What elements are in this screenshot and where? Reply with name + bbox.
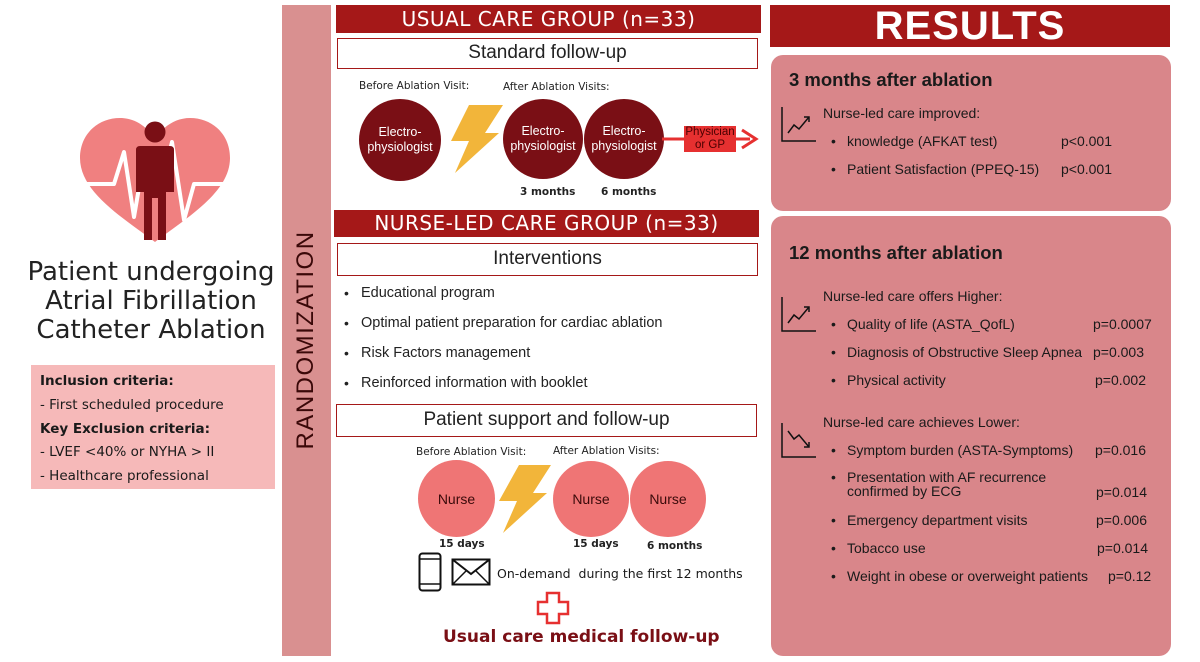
medical-cross-icon bbox=[536, 591, 570, 625]
phone-icon bbox=[418, 552, 442, 592]
trend-up-icon bbox=[781, 297, 816, 332]
nurse-time-6m: 6 months bbox=[647, 540, 703, 552]
nurse-time-15d: 15 days bbox=[573, 538, 619, 550]
results-12-higher-pvalue: p=0.0007 bbox=[1093, 316, 1152, 332]
usual-circle-before: Electro- physiologist bbox=[359, 99, 441, 181]
results-12-higher-item: Physical activity bbox=[831, 372, 946, 388]
patient-title-line: Patient undergoing bbox=[27, 257, 275, 287]
patient-title-line: Catheter Ablation bbox=[36, 315, 266, 345]
usual-care-followup-label: Usual care medical follow-up bbox=[443, 627, 720, 647]
results-3-pvalue: p<0.001 bbox=[1061, 133, 1112, 149]
results-3-intro: Nurse-led care improved: bbox=[823, 105, 981, 121]
nurse-circle-6m: Nurse bbox=[630, 461, 706, 537]
results-12-higher-intro: Nurse-led care offers Higher: bbox=[823, 288, 1003, 304]
on-demand-text: On-demand during the first 12 months bbox=[497, 566, 743, 581]
results-12-higher-item: Quality of life (ASTA_QofL) bbox=[831, 316, 1015, 332]
lightning-icon bbox=[451, 105, 503, 173]
results-12-lower-item: Symptom burden (ASTA-Symptoms) bbox=[831, 442, 1073, 458]
results-12-lower-pvalue: p=0.014 bbox=[1097, 540, 1148, 556]
results-12-higher-pvalue: p=0.003 bbox=[1093, 344, 1144, 360]
usual-circle-3m: Electro- physiologist bbox=[503, 99, 583, 179]
standard-followup-box: Standard follow-up bbox=[337, 38, 758, 69]
physician-gp-label: Physician or GP bbox=[684, 126, 736, 152]
randomization-bar bbox=[282, 5, 331, 656]
inclusion-item: - First scheduled procedure bbox=[40, 396, 224, 413]
nurse-led-header: NURSE-LED CARE GROUP (n=33) bbox=[334, 210, 759, 237]
inclusion-heading: Inclusion criteria: bbox=[40, 373, 174, 389]
results-12-lower-intro: Nurse-led care achieves Lower: bbox=[823, 414, 1020, 430]
usual-before-label: Before Ablation Visit: bbox=[359, 80, 470, 92]
intervention-item: Educational program bbox=[336, 283, 756, 313]
envelope-icon bbox=[451, 558, 491, 586]
interventions-list: Educational program Optimal patient prep… bbox=[336, 283, 756, 403]
results-3-item: knowledge (AFKAT test) bbox=[831, 133, 997, 149]
interventions-box: Interventions bbox=[337, 243, 758, 276]
criteria-box: Inclusion criteria: - First scheduled pr… bbox=[31, 365, 275, 489]
results-12-lower-pvalue: p=0.016 bbox=[1095, 442, 1146, 458]
intervention-item: Reinforced information with booklet bbox=[336, 373, 756, 403]
trend-up-icon bbox=[781, 107, 816, 142]
patient-support-box: Patient support and follow-up bbox=[336, 404, 757, 437]
nurse-time-before: 15 days bbox=[439, 538, 485, 550]
trend-down-icon bbox=[781, 423, 816, 458]
results-12-lower-pvalue: p=0.006 bbox=[1096, 512, 1147, 528]
patient-title: Patient undergoing Atrial Fibrillation C… bbox=[20, 258, 282, 345]
results-12-lower-pvalue: p=0.12 bbox=[1108, 568, 1152, 584]
intervention-item: Risk Factors management bbox=[336, 343, 756, 373]
usual-care-header: USUAL CARE GROUP (n=33) bbox=[336, 5, 761, 33]
usual-time-3m: 3 months bbox=[520, 186, 576, 198]
results-3-pvalue: p<0.001 bbox=[1061, 161, 1112, 177]
exclusion-heading: Key Exclusion criteria: bbox=[40, 420, 210, 437]
nurse-circle-before: Nurse bbox=[418, 460, 495, 537]
results-12-lower-pvalue: p=0.014 bbox=[1096, 484, 1147, 500]
lightning-icon bbox=[499, 465, 551, 533]
results-header: RESULTS bbox=[770, 5, 1170, 48]
exclusion-item: - LVEF <40% or NYHA > II bbox=[40, 444, 215, 461]
results-3-months-title: 3 months after ablation bbox=[789, 69, 993, 90]
randomization-label: RANDOMIZATION bbox=[292, 230, 319, 450]
usual-circle-6m: Electro- physiologist bbox=[584, 99, 664, 179]
exclusion-item: - Healthcare professional bbox=[40, 468, 209, 485]
results-12-months-panel bbox=[771, 216, 1171, 656]
results-12-lower-item: Emergency department visits bbox=[831, 512, 1027, 528]
heart-person-icon bbox=[67, 118, 243, 242]
patient-title-line: Atrial Fibrillation bbox=[45, 286, 257, 316]
intervention-item: Optimal patient preparation for cardiac … bbox=[336, 313, 756, 343]
usual-after-label: After Ablation Visits: bbox=[503, 81, 610, 93]
results-3-item: Patient Satisfaction (PPEQ-15) bbox=[831, 161, 1039, 177]
nurse-before-label: Before Ablation Visit: bbox=[416, 446, 527, 458]
nurse-circle-15d: Nurse bbox=[553, 461, 629, 537]
results-12-lower-item: Tobacco use bbox=[831, 540, 926, 556]
results-12-lower-item: Presentation with AF recurrence confirme… bbox=[831, 470, 1046, 498]
nurse-after-label: After Ablation Visits: bbox=[553, 445, 660, 457]
usual-time-6m: 6 months bbox=[601, 186, 657, 198]
results-12-higher-pvalue: p=0.002 bbox=[1095, 372, 1146, 388]
results-12-lower-item: Weight in obese or overweight patients bbox=[831, 568, 1088, 584]
results-12-higher-item: Diagnosis of Obstructive Sleep Apnea bbox=[831, 344, 1082, 360]
results-12-months-title: 12 months after ablation bbox=[789, 242, 1003, 263]
